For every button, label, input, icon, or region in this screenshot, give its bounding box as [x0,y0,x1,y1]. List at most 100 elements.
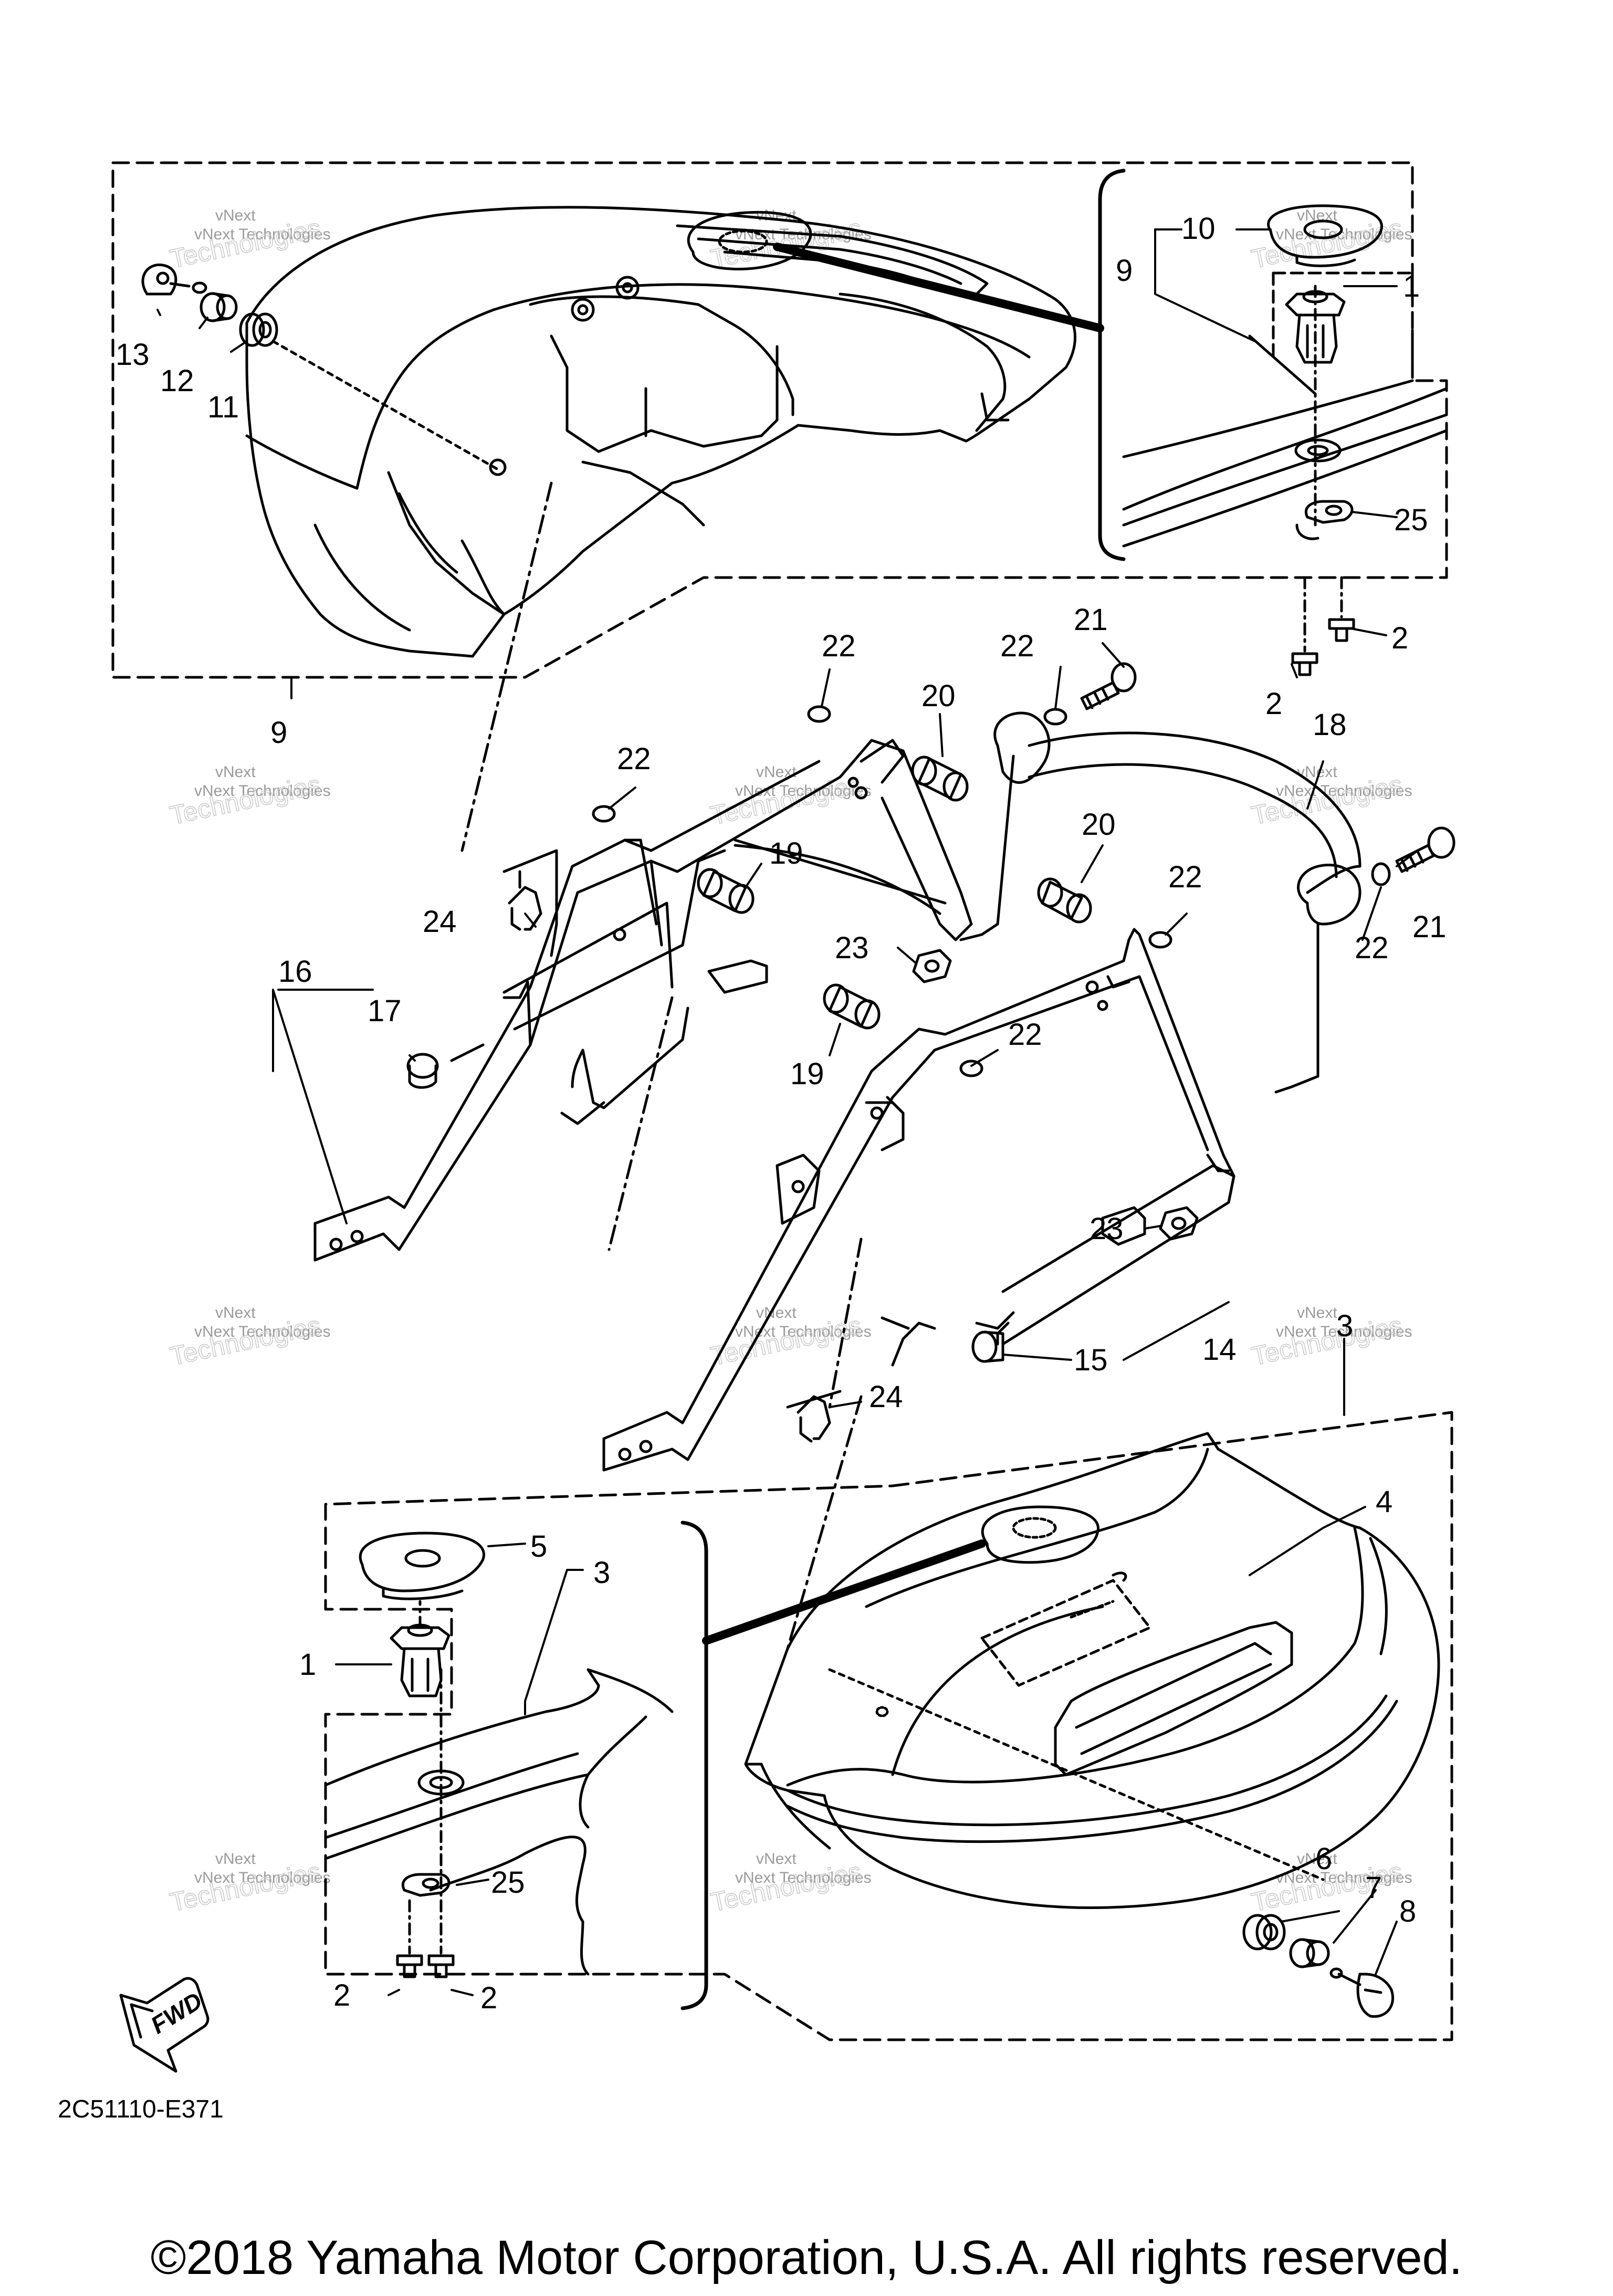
callout-13: 13 [116,338,150,372]
svg-text:vNext: vNext [215,207,256,224]
callout-9-bottom: 9 [270,716,287,750]
callout-23-a: 23 [835,931,869,965]
callout-leaders [156,228,1419,1996]
clip-part-25-bottom [401,1873,451,1897]
collar-part-19-b [823,983,881,1030]
collar-part-12 [192,281,238,322]
cap-part-15 [971,1330,1004,1363]
clip-part-25-top [1295,500,1354,540]
callout-9-top: 9 [1116,254,1133,288]
svg-text:vNext: vNext [1297,1304,1337,1322]
callout-4: 4 [1376,1485,1392,1519]
callout-1-bottom: 1 [299,1648,316,1682]
callout-17: 17 [368,994,402,1028]
bottom-inset-bracket [680,1521,708,2010]
collar-part-19-a [697,868,755,914]
svg-text:vNext Technologies: vNext Technologies [1276,226,1412,243]
callout-25-top: 25 [1394,503,1428,537]
callout-3-bottom: 3 [593,1556,610,1590]
bottom-saddlebag-body [702,1432,1440,1909]
svg-text:vNext Technologies: vNext Technologies [194,226,331,243]
cap-part-17 [406,1043,485,1089]
callout-10: 10 [1181,212,1216,246]
stay-part-18 [959,711,1361,1094]
clip-nut-part-24-a [502,849,558,957]
callout-25-bottom: 25 [491,1865,525,1900]
lock-cover-part-10 [1267,204,1383,267]
screw-part-2-top [1291,576,1355,676]
screw-part-2-bottom [396,1899,455,1978]
top-group-boundary [111,161,1448,679]
callout-14: 14 [1202,1333,1237,1367]
callout-11: 11 [207,390,239,424]
lock-part-1-top [1285,290,1346,364]
watermark: vNext vNext Technologies Technologies [167,207,331,274]
top-saddlebag-body [245,206,1104,658]
callout-20-b: 20 [1082,808,1116,842]
svg-text:vNext Technologies: vNext Technologies [1276,782,1412,800]
washer-part-22-e [1371,862,1391,886]
callout-5: 5 [530,1529,547,1564]
svg-text:vNext Technologies: vNext Technologies [735,1869,872,1886]
callout-22-a: 22 [822,629,856,663]
mounting-bracket-part-16 [313,739,973,1262]
callout-19-b: 19 [790,1057,824,1091]
knob-part-8 [1329,1967,1395,2018]
nut-part-23-a [912,949,952,983]
callout-18: 18 [1313,708,1347,742]
top-saddlebag-assembly [111,161,1448,679]
callout-19-a: 19 [769,836,803,871]
spacer-part-20-b [1037,877,1092,924]
watermark: vNext vNext Technologies Technologies [167,1850,331,1917]
callout-8: 8 [1399,1894,1416,1928]
callout-22-f: 22 [1008,1018,1042,1052]
top-lock-box [1272,271,1414,382]
callout-24-b: 24 [869,1380,903,1414]
callout-6: 6 [1315,1842,1332,1876]
svg-text:vNext Technologies: vNext Technologies [194,782,331,800]
watermark: vNext vNext Technologies Technologies [167,1304,331,1371]
knob-part-13 [141,263,191,296]
svg-text:vNext Technologies: vNext Technologies [1276,1323,1412,1340]
callout-1-top: 1 [1403,269,1420,303]
grommet-part-6 [1242,1914,1286,1951]
lock-cover-part-5 [359,1532,485,1600]
svg-text:vNext: vNext [215,763,256,781]
watermark: vNext vNext Technologies Technologies [167,763,331,831]
callout-21-a: 21 [1074,603,1108,637]
callout-12: 12 [160,364,194,398]
callout-23-b: 23 [1090,1212,1124,1246]
bottom-group-boundary [324,1411,1453,2041]
callout-22-e: 22 [1355,931,1389,965]
callout-24-a: 24 [423,905,457,939]
bottom-saddlebag-assembly [324,1411,1453,2041]
svg-text:vNext: vNext [756,1304,797,1322]
svg-text:vNext: vNext [215,1304,256,1322]
callout-2-top-right: 2 [1391,621,1408,655]
top-inset-bracket [1098,169,1126,561]
bolt-part-21-a [1080,662,1137,710]
svg-text:vNext: vNext [215,1850,256,1868]
washer-part-22-f [959,1060,983,1077]
diagram-code: 2C51110-E371 [58,2095,224,2123]
mounting-bracket-part-14 [602,928,1235,1472]
callout-2-top-left: 2 [1265,687,1282,721]
callout-22-c: 22 [617,742,651,776]
fwd-arrow-icon: FWD [119,1977,210,2073]
callout-2-bottom-right: 2 [480,1981,497,2015]
svg-text:vNext Technologies: vNext Technologies [1276,1869,1412,1886]
callout-22-d: 22 [1168,860,1202,894]
svg-text:vNext Technologies: vNext Technologies [194,1869,331,1886]
washer-part-22-b [1043,708,1067,726]
callout-labels: 13 12 11 10 9 1 25 2 2 9 22 22 21 20 18 … [116,212,1447,2015]
washer-part-22-d [1148,931,1172,949]
watermark: vNext vNext Technologies Technologies [708,1850,872,1917]
callout-22-b: 22 [1000,629,1034,663]
watermark: vNext vNext Technologies Technologies [708,763,872,831]
grommet-part-11 [239,312,278,347]
bottom-inset-section [324,1668,674,1976]
lock-part-1-bottom [390,1600,451,1697]
washer-part-22-a [807,705,831,723]
nut-part-23-b [1159,1206,1199,1241]
